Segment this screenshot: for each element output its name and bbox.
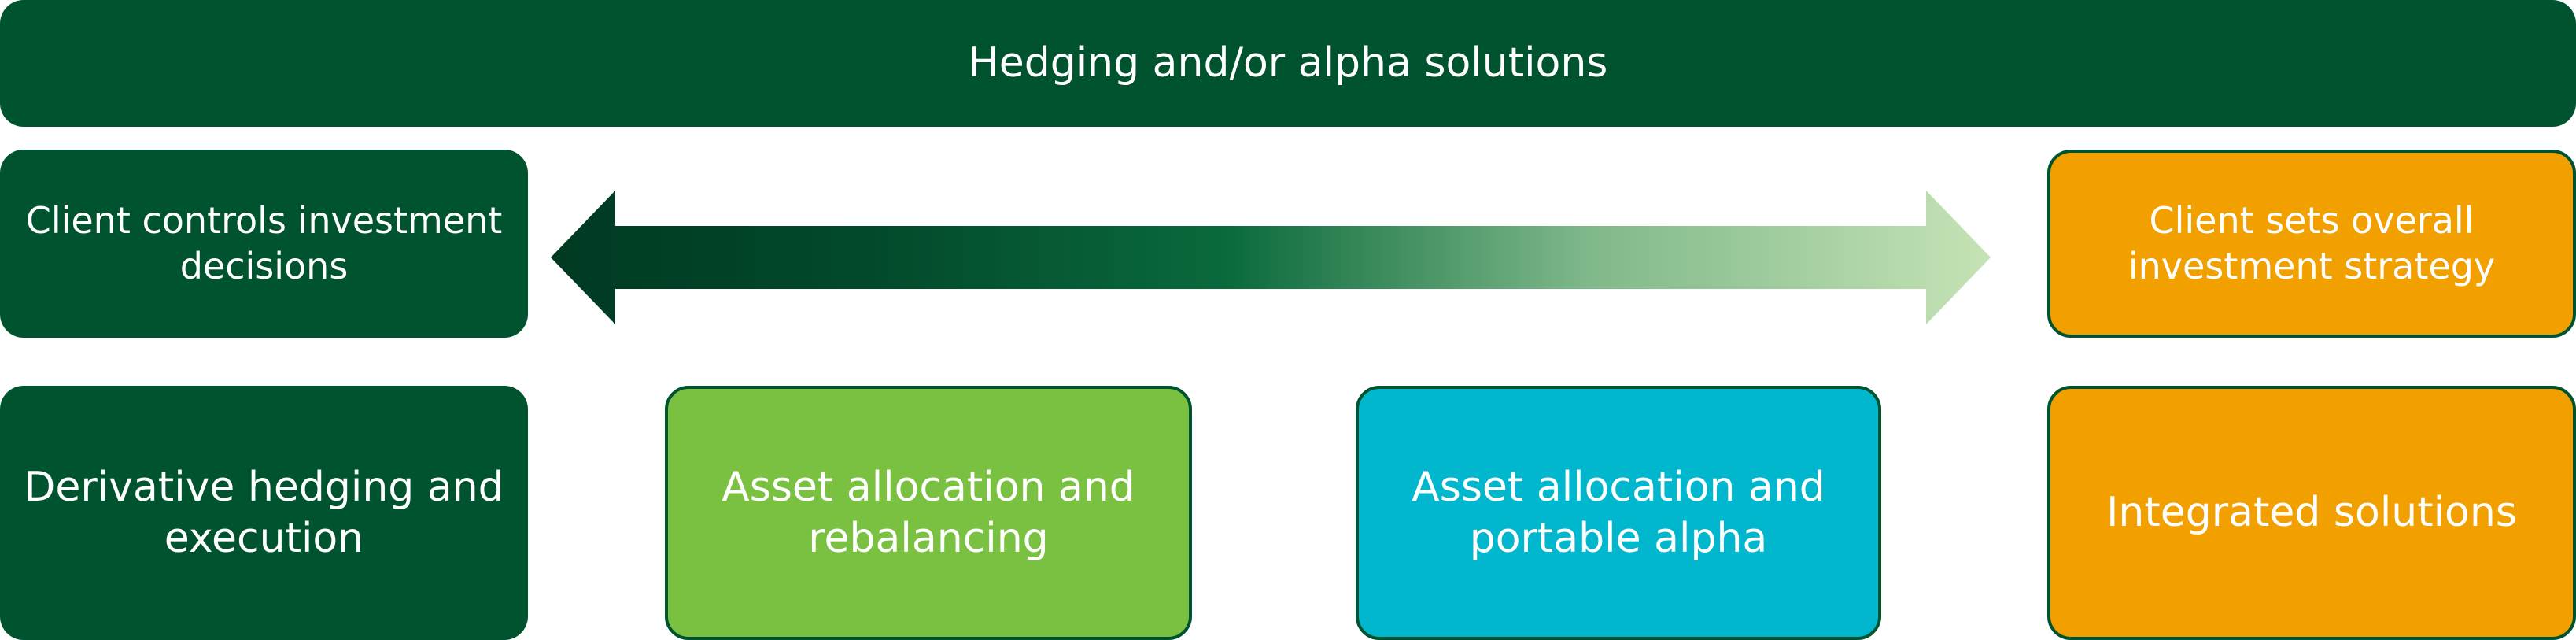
client-sets-strategy-label: Client sets overall investment strategy	[2128, 199, 2496, 287]
client-sets-strategy-box: Client sets overall investment strategy	[2047, 150, 2576, 338]
asset-allocation-portable-alpha-box: Asset allocation and portable alpha	[1356, 386, 1881, 640]
double-arrow-icon	[551, 191, 1991, 324]
asset-allocation-rebalancing-label: Asset allocation and rebalancing	[722, 463, 1135, 562]
top-banner: Hedging and/or alpha solutions	[0, 0, 2576, 127]
integrated-solutions-box: Integrated solutions	[2047, 386, 2576, 640]
asset-allocation-portable-alpha-label: Asset allocation and portable alpha	[1412, 463, 1825, 562]
integrated-solutions-label: Integrated solutions	[2106, 489, 2517, 536]
asset-allocation-rebalancing-box: Asset allocation and rebalancing	[665, 386, 1192, 640]
derivative-hedging-label: Derivative hedging and execution	[24, 463, 504, 562]
client-controls-box: Client controls investment decisions	[0, 150, 528, 338]
client-controls-label: Client controls investment decisions	[25, 199, 503, 287]
spectrum-arrow	[551, 191, 1991, 324]
derivative-hedging-box: Derivative hedging and execution	[0, 386, 528, 640]
banner-label: Hedging and/or alpha solutions	[968, 39, 1608, 87]
